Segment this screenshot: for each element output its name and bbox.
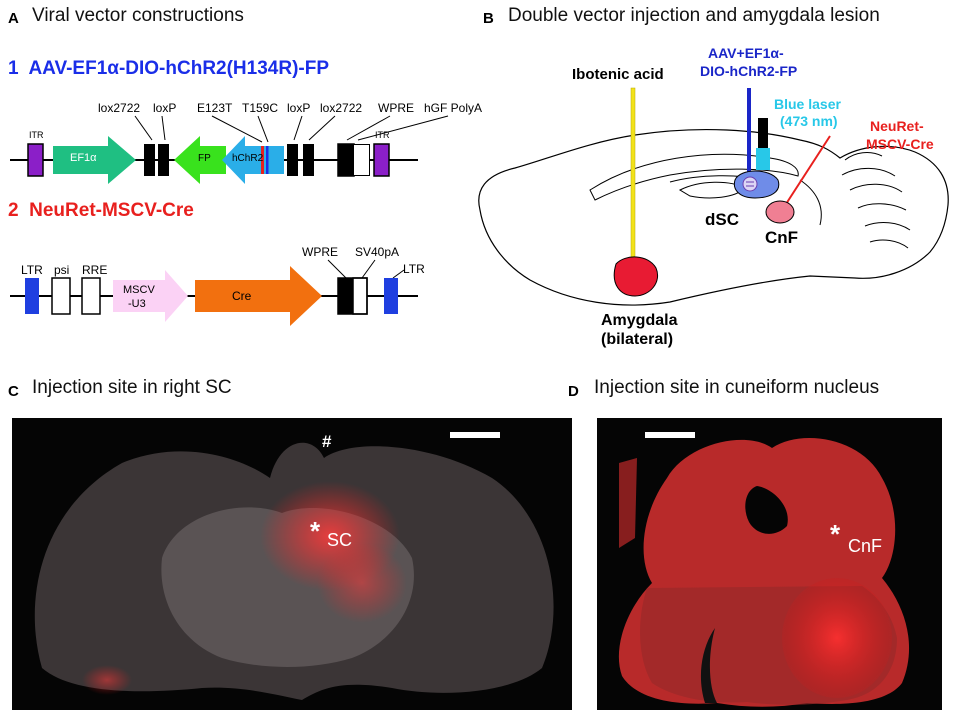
label-itr-right: ITR: [375, 130, 390, 140]
construct2-title: 2 NeuRet-MSCV-Cre: [8, 200, 194, 222]
label-wpre-b: WPRE: [302, 245, 338, 259]
label-itr-left: ITR: [29, 130, 44, 140]
construct1-name: AAV-EF1α-DIO-hChR2(H134R)-FP: [28, 58, 330, 79]
micrograph-sc: [12, 418, 572, 710]
panel-a-title: Viral vector constructions: [32, 5, 244, 26]
construct2-name: NeuRet-MSCV-Cre: [29, 200, 194, 221]
label-lox2722-a: lox2722: [98, 101, 141, 115]
label-cre: Cre: [232, 289, 252, 303]
itr-right-box: [373, 143, 390, 177]
label-loxp-b: loxP: [287, 101, 311, 115]
label-wpre-a: WPRE: [378, 101, 414, 115]
itr-left-box: [27, 143, 44, 177]
label-star-sc: *: [310, 516, 321, 546]
label-hchr2: hChR2: [232, 153, 264, 164]
label-psi: psi: [54, 263, 70, 277]
label-neuret-line1: NeuRet-: [870, 118, 924, 134]
brain-diagram: [478, 87, 949, 306]
panel-c-letter: C: [8, 383, 19, 400]
label-laser-line1: Blue laser: [774, 96, 841, 112]
label-fp: FP: [198, 153, 211, 164]
label-aav-line1: AAV+EF1α-: [708, 45, 784, 61]
label-dsc: dSC: [705, 210, 739, 229]
cre-arrow: [195, 266, 322, 326]
micrograph-cnf: [597, 418, 942, 710]
panel-c-title: Injection site in right SC: [32, 377, 232, 398]
label-rre: RRE: [82, 263, 108, 277]
label-sv40pa: SV40pA: [355, 245, 400, 259]
label-t159c: T159C: [242, 101, 279, 115]
label-star-cnf: *: [830, 519, 841, 549]
construct2-number: 2: [8, 200, 19, 221]
label-amygdala-line1: Amygdala: [601, 312, 678, 329]
label-cnf-d: CnF: [848, 536, 883, 556]
construct2-diagram: [10, 259, 418, 326]
panel-d-letter: D: [568, 383, 579, 400]
label-mscv-line1: MSCV: [123, 284, 155, 296]
panel-b-title: Double vector injection and amygdala les…: [508, 5, 880, 26]
label-neuret-line2: MSCV-Cre: [866, 136, 934, 152]
label-ltr-left: LTR: [21, 263, 43, 277]
fp-arrow: [174, 136, 226, 184]
label-amygdala-line2: (bilateral): [601, 331, 674, 348]
panel-d-title: Injection site in cuneiform nucleus: [594, 377, 880, 398]
brain-section-cnf: [618, 432, 910, 707]
label-ltr-right: LTR: [403, 262, 425, 276]
label-e123t: E123T: [197, 101, 233, 115]
wpre-box-a: [338, 144, 370, 176]
panel-b-letter: B: [483, 10, 494, 27]
construct1-title: 1 AAV-EF1α-DIO-hChR2(H134R)-FP: [8, 58, 329, 80]
label-loxp-a: loxP: [153, 101, 177, 115]
label-ibotenic: Ibotenic acid: [572, 66, 664, 83]
panel-a-letter: A: [8, 10, 19, 27]
label-hash: #: [322, 432, 332, 451]
label-mscv-line2: -U3: [128, 298, 146, 310]
label-laser-line2: (473 nm): [780, 113, 838, 129]
label-cnf: CnF: [765, 228, 799, 247]
label-sc: SC: [327, 530, 353, 550]
ef1a-arrow: [53, 136, 136, 184]
brain-section-sc: [34, 432, 554, 700]
label-polya: hGF PolyA: [424, 101, 483, 115]
label-lox2722-b: lox2722: [320, 101, 363, 115]
label-aav-line2: DIO-hChR2-FP: [700, 63, 798, 79]
construct1-number: 1: [8, 58, 19, 79]
label-ef1a: EF1α: [70, 152, 97, 164]
mscv-arrow: [113, 270, 188, 322]
